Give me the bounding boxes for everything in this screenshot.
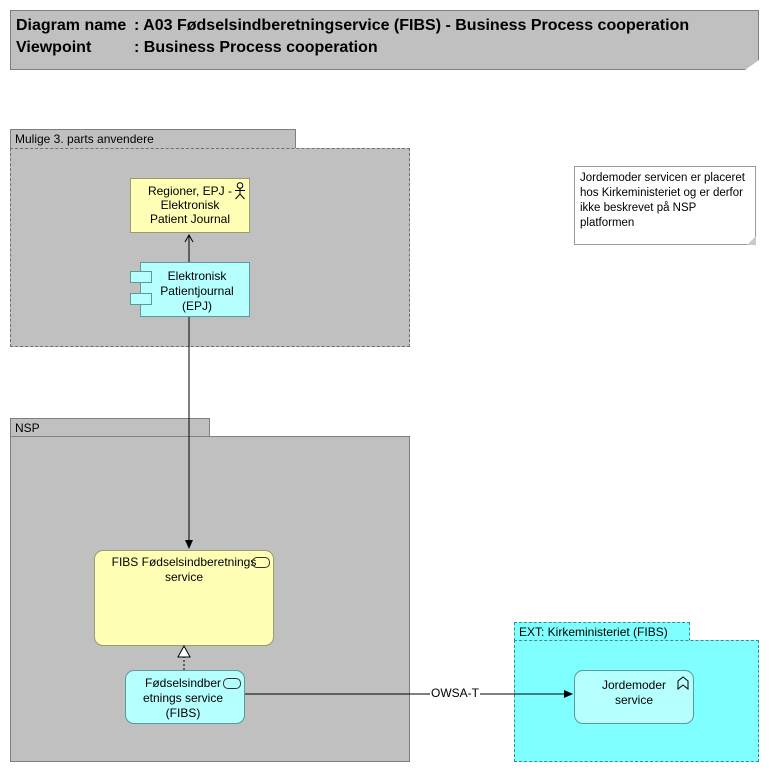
diagram-name-value: : A03 Fødselsindberetningservice (FIBS) … xyxy=(134,17,690,34)
header-fold-corner xyxy=(745,60,759,70)
service-jordemoder-label: Jordemoder service xyxy=(601,678,667,707)
group-label-ext: EXT: Kirkeministeriet (FIBS) xyxy=(519,625,668,639)
group-label-third-party: Mulige 3. parts anvendere xyxy=(15,132,154,146)
service-jordemoder[interactable]: Jordemoder service xyxy=(574,670,694,724)
viewpoint-row: Viewpoint : Business Process cooperation xyxy=(16,39,378,57)
relation-owsa-t-label: OWSA-T xyxy=(430,686,480,700)
component-epj-label: Elektronisk Patientjournal (EPJ) xyxy=(160,269,234,313)
component-notch-bottom xyxy=(130,293,152,305)
viewpoint-label: Viewpoint xyxy=(16,39,92,56)
diagram-header: Diagram name : A03 Fødselsindberetningser… xyxy=(10,10,759,70)
realization-arrowhead xyxy=(177,644,191,658)
viewpoint-value: : Business Process cooperation xyxy=(134,39,378,56)
business-function-icon xyxy=(677,676,689,690)
note-fold-corner xyxy=(747,236,756,245)
service-fibs-label: FIBS Fødselsindberetnings service xyxy=(111,555,257,584)
actor-icon xyxy=(235,182,245,200)
app-service-label: Fødselsindber etnings service (FIBS) xyxy=(142,676,224,720)
actor-label: Regioner, EPJ - Elektronisk Patient Jour… xyxy=(147,184,233,226)
actor-regioner-epj[interactable]: Regioner, EPJ - Elektronisk Patient Jour… xyxy=(130,178,250,233)
group-label-nsp: NSP xyxy=(15,421,40,435)
component-epj[interactable]: Elektronisk Patientjournal (EPJ) xyxy=(140,262,250,317)
service-icon xyxy=(252,557,270,568)
diagram-name-row: Diagram name : A03 Fødselsindberetningser… xyxy=(16,17,689,35)
component-notch-top xyxy=(130,271,152,283)
note-text: Jordemoder servicen er placeret hos Kirk… xyxy=(580,172,745,229)
diagram-name-label: Diagram name xyxy=(16,17,127,34)
app-service-fodselsindberetning[interactable]: Fødselsindber etnings service (FIBS) xyxy=(125,670,245,724)
note[interactable]: Jordemoder servicen er placeret hos Kirk… xyxy=(574,166,756,245)
app-service-icon xyxy=(223,678,241,689)
group-tab-ext[interactable]: EXT: Kirkeministeriet (FIBS) xyxy=(514,622,690,641)
